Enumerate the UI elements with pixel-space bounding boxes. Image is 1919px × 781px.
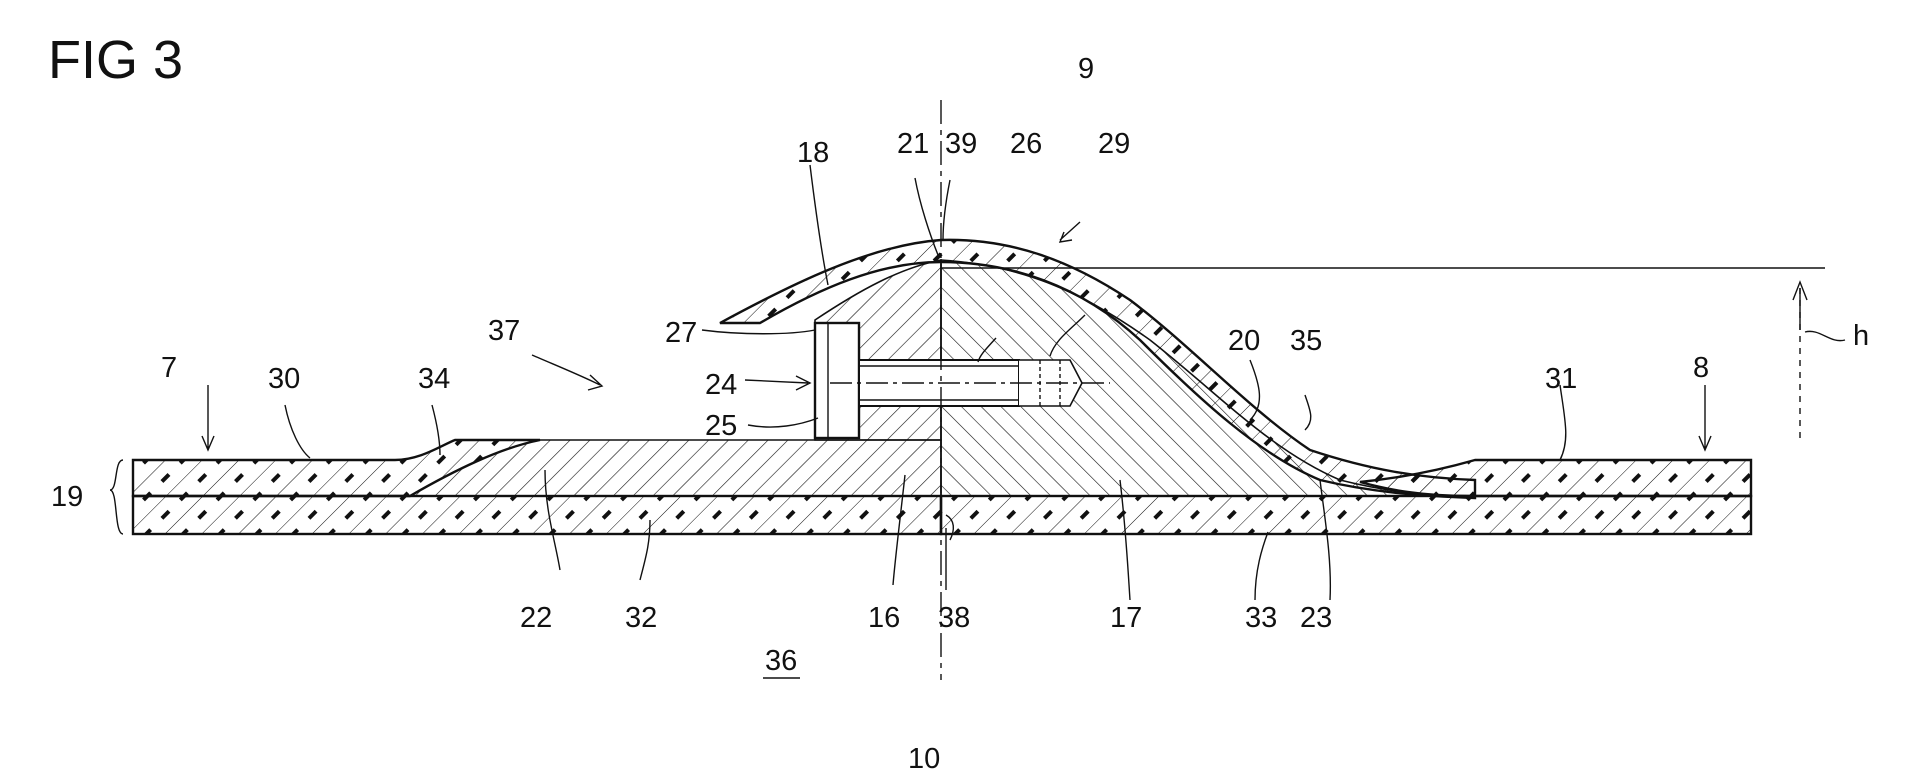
figure-title: FIG 3	[48, 30, 183, 90]
label-8: 8	[1693, 352, 1709, 384]
label-34: 34	[418, 363, 450, 395]
label-10: 10	[908, 743, 940, 775]
label-21: 21	[897, 128, 929, 160]
label-19: 19	[51, 481, 83, 513]
label-24: 24	[705, 369, 737, 401]
label-32: 32	[625, 602, 657, 634]
label-35: 35	[1290, 325, 1322, 357]
label-22: 22	[520, 602, 552, 634]
label-33: 33	[1245, 602, 1277, 634]
label-16: 16	[868, 602, 900, 634]
label-25: 25	[705, 410, 737, 442]
label-38: 38	[938, 602, 970, 634]
screw-head-25	[815, 323, 859, 438]
label-27: 27	[665, 317, 697, 349]
label-30: 30	[268, 363, 300, 395]
label-18: 18	[797, 137, 829, 169]
label-29: 29	[1098, 128, 1130, 160]
label-9: 9	[1078, 53, 1094, 85]
label-7: 7	[161, 352, 177, 384]
label-26: 26	[1010, 128, 1042, 160]
label-39: 39	[945, 128, 977, 160]
label-23: 23	[1300, 602, 1332, 634]
label-37: 37	[488, 315, 520, 347]
label-36: 36	[765, 645, 797, 677]
lower-layer-33	[941, 496, 1751, 534]
label-20: 20	[1228, 325, 1260, 357]
upper-layer-31	[1360, 460, 1751, 496]
lower-layer-32	[133, 496, 941, 534]
label-31: 31	[1545, 363, 1577, 395]
label-h: h	[1853, 320, 1869, 352]
label-17: 17	[1110, 602, 1142, 634]
